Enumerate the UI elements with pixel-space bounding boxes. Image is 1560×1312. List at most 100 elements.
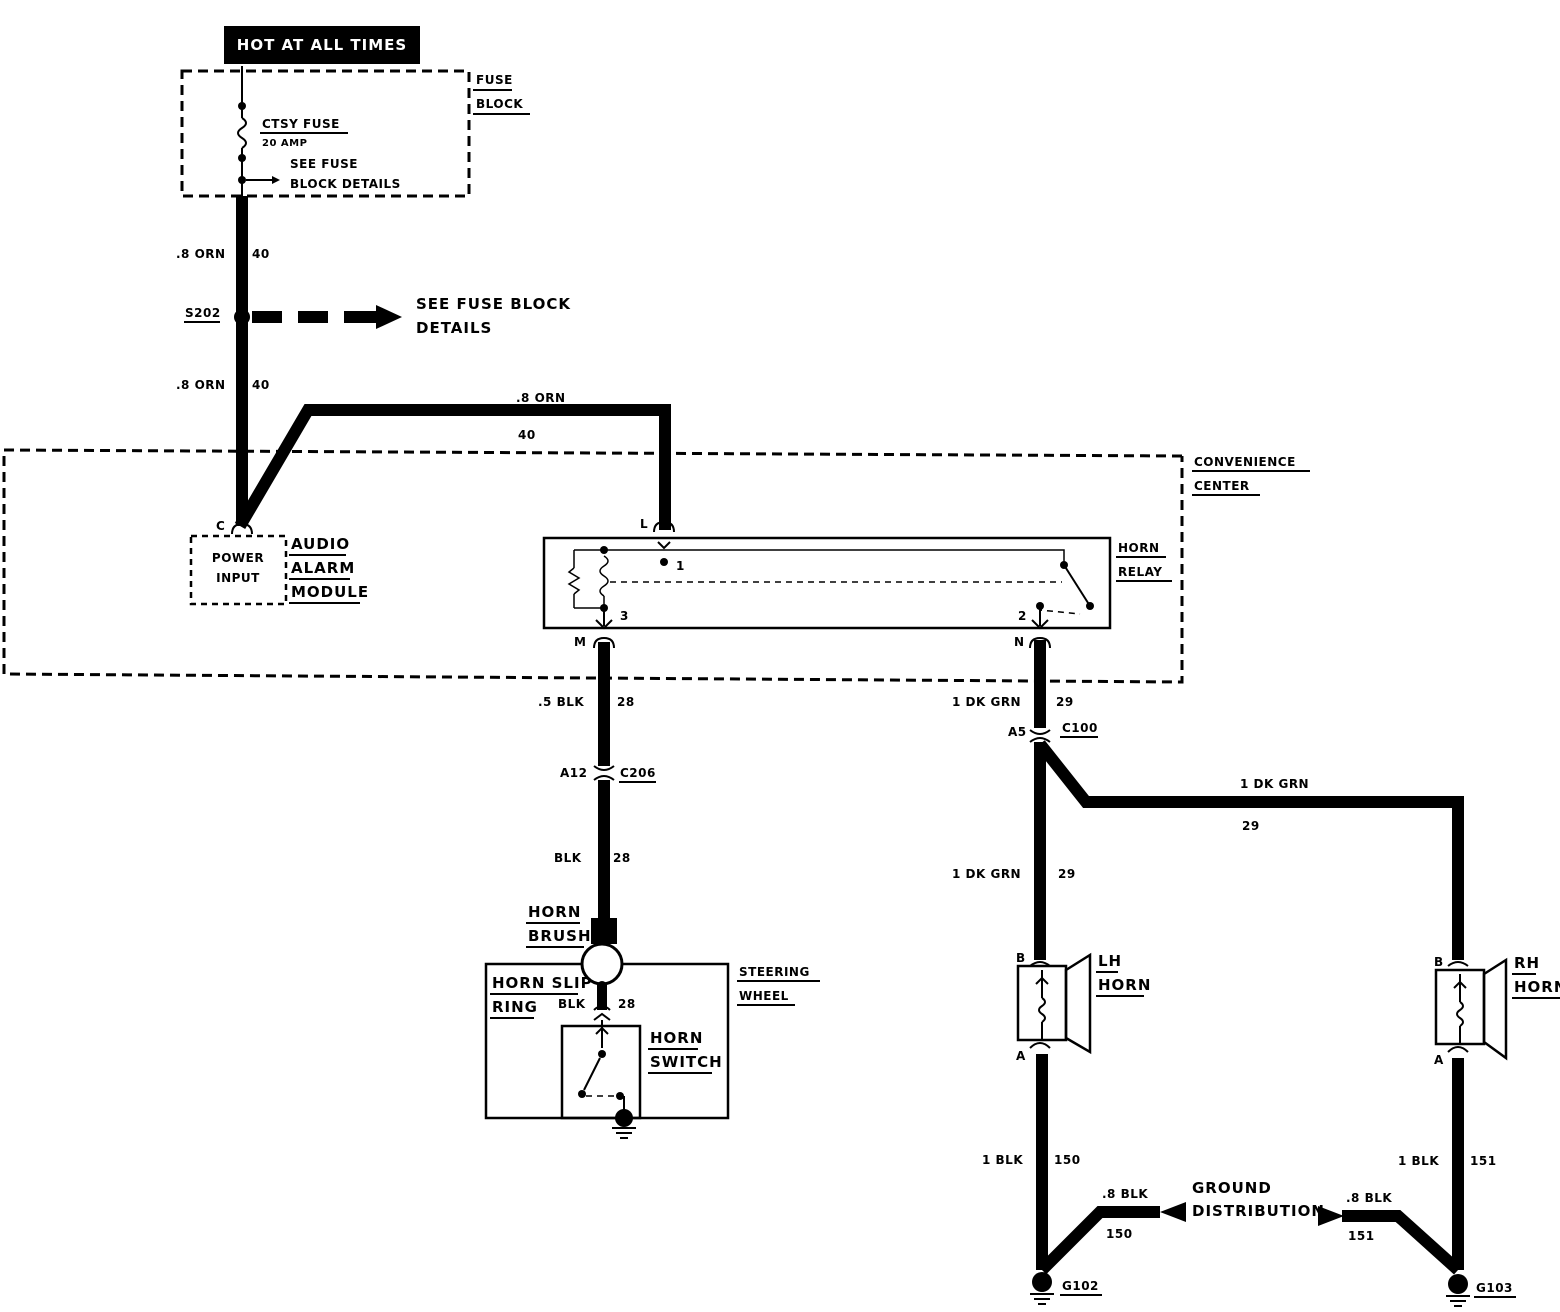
- wire-28b-color: BLK: [554, 851, 582, 865]
- wire-29-num: 29: [1056, 695, 1074, 709]
- relay-name-1: HORN: [1118, 541, 1160, 555]
- splice-id: S202: [185, 306, 221, 320]
- wire-150b-num: 150: [1106, 1227, 1133, 1241]
- relay-pin-m: M: [574, 635, 586, 649]
- wire-151-branch: [1342, 1210, 1463, 1275]
- fuse-block: FUSE BLOCK CTSY FUSE 20 AMP SEE FUSE BLO…: [180, 66, 530, 198]
- wire-40-mid-color: .8 ORN: [176, 378, 226, 392]
- wire-40-relay-num: 40: [518, 428, 536, 442]
- ground-icon: [1448, 1274, 1468, 1294]
- c100-id: C100: [1062, 721, 1098, 735]
- horn-speaker-icon: [1482, 957, 1508, 1061]
- relay-pin-l: L: [640, 517, 648, 531]
- ground-icon: [1032, 1272, 1052, 1292]
- lh-horn-pin-b: B: [1016, 951, 1026, 965]
- fuse-element-icon: [237, 117, 247, 149]
- horn-brush-1: HORN: [528, 903, 581, 921]
- wire-150-color: 1 BLK: [982, 1153, 1023, 1167]
- steering-wheel: HORN BRUSH HORN SLIP RING BLK 28 STEERIN…: [484, 903, 820, 1139]
- wire-151-num: 151: [1470, 1154, 1497, 1168]
- lh-horn-2: HORN: [1098, 976, 1151, 994]
- ground-dist-2: DISTRIBUTION: [1192, 1202, 1325, 1220]
- fuse-rating: 20 AMP: [262, 138, 307, 149]
- g102-label: G102: [1062, 1279, 1099, 1293]
- wire-29-lh-num: 29: [1058, 867, 1076, 881]
- steering-wheel-2: WHEEL: [739, 989, 789, 1003]
- wire-151b-color: .8 BLK: [1346, 1191, 1392, 1205]
- connector-c100: A5 C100: [1008, 721, 1098, 743]
- rh-horn: B A RH HORN: [1434, 954, 1560, 1067]
- wire-151-color: 1 BLK: [1398, 1154, 1439, 1168]
- ground-g102: G102: [1030, 1272, 1102, 1305]
- wire-28c-num: 28: [618, 997, 636, 1011]
- wire-40-to-relay: [234, 404, 671, 530]
- fuse-name: CTSY FUSE: [262, 117, 340, 131]
- splice-s202: S202 SEE FUSE BLOCK DETAILS: [184, 295, 571, 337]
- relay-name-2: RELAY: [1118, 565, 1162, 579]
- relay-term-1: 1: [676, 559, 685, 573]
- wire-150b-color: .8 BLK: [1102, 1187, 1148, 1201]
- wire-40-mid-num: 40: [252, 378, 270, 392]
- arrow-icon: [1318, 1206, 1344, 1226]
- arrow-icon: [272, 176, 280, 184]
- wire-40-top-num: 40: [252, 247, 270, 261]
- c206-pin: A12: [560, 766, 588, 780]
- audio-alarm-name-1: AUDIO: [291, 535, 350, 553]
- wire-28-num: 28: [617, 695, 635, 709]
- relay-term-3: 3: [620, 609, 629, 623]
- horn-speaker-icon: [1064, 952, 1092, 1055]
- relay-term-2: 2: [1018, 609, 1027, 623]
- rh-horn-1: RH: [1514, 954, 1540, 972]
- resistor-icon: [567, 567, 581, 595]
- fuse-block-title-1: FUSE: [476, 73, 513, 87]
- wire-28b-num: 28: [613, 851, 631, 865]
- horn-switch-2: SWITCH: [650, 1053, 723, 1071]
- lh-horn: B A LH HORN: [1016, 951, 1151, 1063]
- banner-text: HOT AT ALL TIMES: [237, 36, 407, 54]
- wire-29-rh-num: 29: [1242, 819, 1260, 833]
- relay-coil-icon: [599, 555, 609, 597]
- convenience-center: CONVENIENCE CENTER: [2, 448, 1310, 684]
- wire-40-relay-color: .8 ORN: [516, 391, 566, 405]
- wire-150-num: 150: [1054, 1153, 1081, 1167]
- audio-alarm-box-1: POWER: [212, 551, 264, 565]
- fuse-block-title-2: BLOCK: [476, 97, 523, 111]
- ground-dist-1: GROUND: [1192, 1179, 1272, 1197]
- ground-icon: [612, 1109, 636, 1139]
- wire-29-rh-color: 1 DK GRN: [1240, 777, 1309, 791]
- audio-alarm-name-2: ALARM: [291, 559, 355, 577]
- rh-horn-pin-b: B: [1434, 955, 1444, 969]
- relay-pin-n: N: [1014, 635, 1025, 649]
- audio-alarm-module: C POWER INPUT AUDIO ALARM MODULE: [189, 519, 369, 606]
- convenience-center-2: CENTER: [1194, 479, 1250, 493]
- fuse-see-1: SEE FUSE: [290, 157, 358, 171]
- wire-40-top-color: .8 ORN: [176, 247, 226, 261]
- connector-c206: A12 C206: [560, 765, 656, 783]
- convenience-center-1: CONVENIENCE: [1194, 455, 1296, 469]
- hot-at-all-times-banner: HOT AT ALL TIMES: [224, 26, 420, 64]
- wire-151b-num: 151: [1348, 1229, 1375, 1243]
- audio-alarm-name-3: MODULE: [291, 583, 369, 601]
- splice-see-2: DETAILS: [416, 319, 492, 337]
- c100-pin: A5: [1008, 725, 1027, 739]
- horn-switch-1: HORN: [650, 1029, 703, 1047]
- wire-28-color: .5 BLK: [538, 695, 584, 709]
- audio-alarm-box-2: INPUT: [216, 571, 260, 585]
- horn-slip-2: RING: [492, 998, 538, 1016]
- splice-see-1: SEE FUSE BLOCK: [416, 295, 571, 313]
- horn-slip-1: HORN SLIP: [492, 974, 593, 992]
- wire-29-color: 1 DK GRN: [952, 695, 1021, 709]
- horn-relay: L 1 3 2 HORN RELAY M N: [542, 517, 1172, 649]
- fuse-see-2: BLOCK DETAILS: [290, 177, 401, 191]
- wire-29-lh-color: 1 DK GRN: [952, 867, 1021, 881]
- wire-150-branch: [1037, 1206, 1160, 1275]
- wire-28c-color: BLK: [558, 997, 586, 1011]
- steering-wheel-1: STEERING: [739, 965, 810, 979]
- rh-horn-pin-a: A: [1434, 1053, 1444, 1067]
- arrow-icon: [376, 305, 402, 329]
- g103-label: G103: [1476, 1281, 1513, 1295]
- horn-brush-2: BRUSH: [528, 927, 592, 945]
- audio-alarm-pin: C: [216, 519, 225, 533]
- rh-horn-2: HORN: [1514, 978, 1560, 996]
